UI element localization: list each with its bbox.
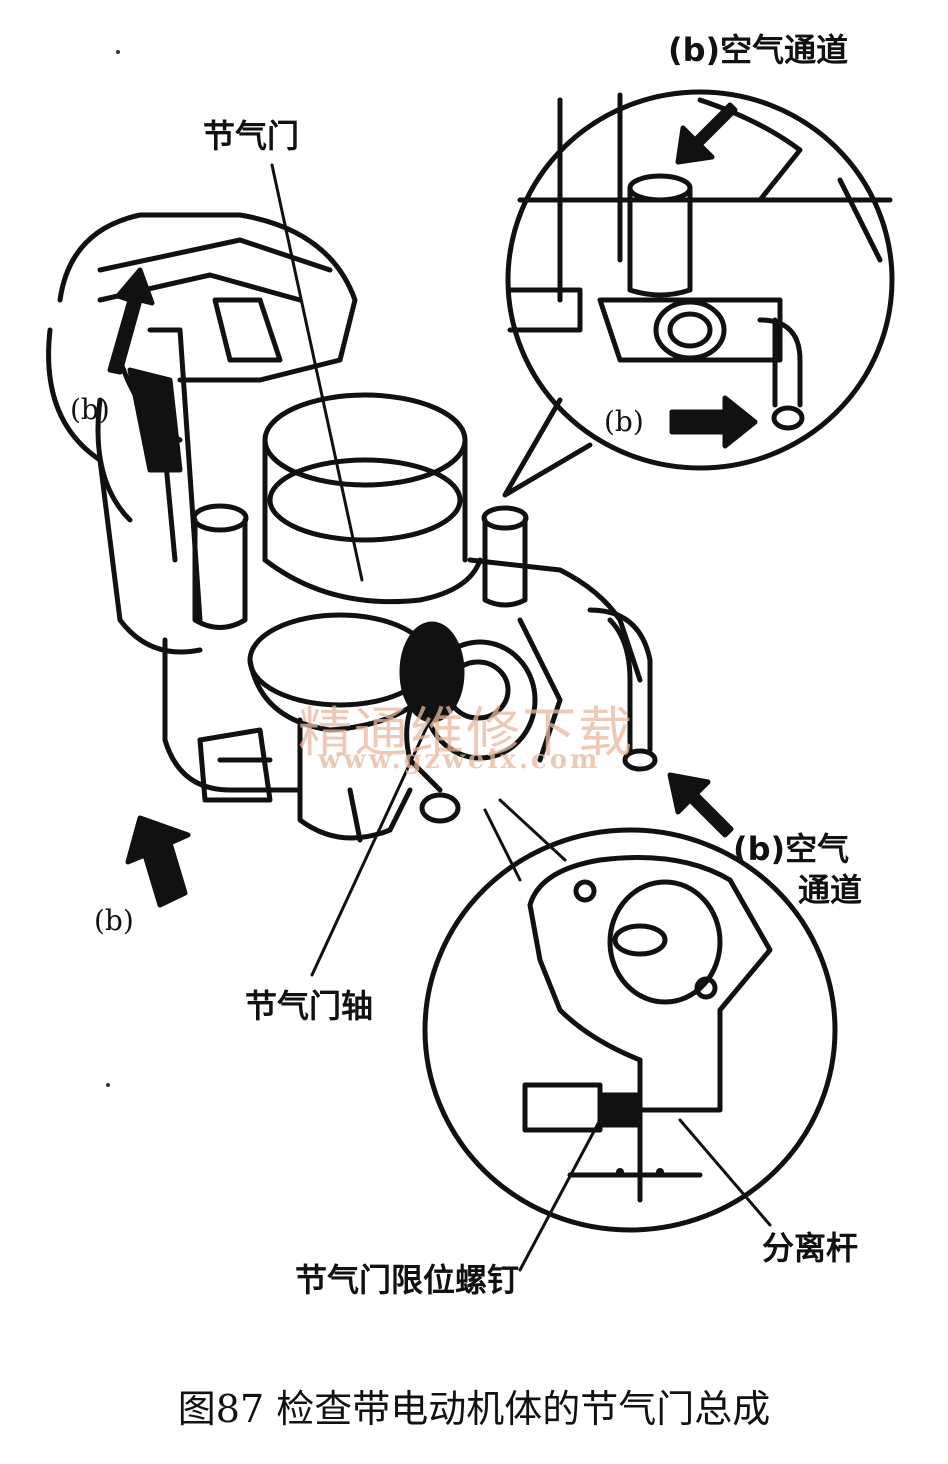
inset-arrow-up-icon [675, 102, 738, 165]
figure-caption: 图87 检查带电动机体的节气门总成 [177, 1387, 771, 1431]
arrow-motor-icon [107, 267, 155, 375]
label-throttle-shaft: 节气门轴 [245, 987, 374, 1025]
label-air-passage-right-line2: 通道 [798, 871, 863, 909]
leader-separator-lever [678, 1118, 772, 1227]
watermark-title: 精通维修下载 [298, 701, 634, 764]
leader-throttle-valve [270, 163, 364, 582]
label-throttle-valve: 节气门 [203, 117, 300, 155]
throttle-shaft-gear [399, 621, 465, 723]
arrow-right-flow-icon [667, 772, 734, 838]
throttle-body [46, 212, 658, 843]
leader-throttle-shaft [310, 718, 432, 977]
motor-dark-section [127, 367, 183, 473]
label-throttle-stop-screw: 节气门限位螺钉 [295, 1261, 520, 1299]
air-passage-inset [502, 89, 895, 498]
inset-connector [483, 798, 567, 882]
label-b-left: (b) [70, 393, 110, 426]
watermark-url: www.gzweix.com [318, 745, 601, 775]
label-b-bottom-left: (b) [94, 904, 134, 937]
label-b-inset: (b) [604, 405, 644, 438]
arrow-left-flow-icon [125, 815, 191, 908]
label-air-passage-top: (b)空气通道 [668, 31, 849, 69]
label-separator-lever: 分离杆 [762, 1229, 859, 1267]
label-air-passage-right-line1: (b)空气 [733, 830, 850, 868]
separator-lever-inset [422, 827, 838, 1233]
leader-stop-screw [518, 1118, 602, 1272]
stop-screw-dark [597, 1092, 639, 1128]
inset-arrow-right-icon [669, 395, 758, 449]
